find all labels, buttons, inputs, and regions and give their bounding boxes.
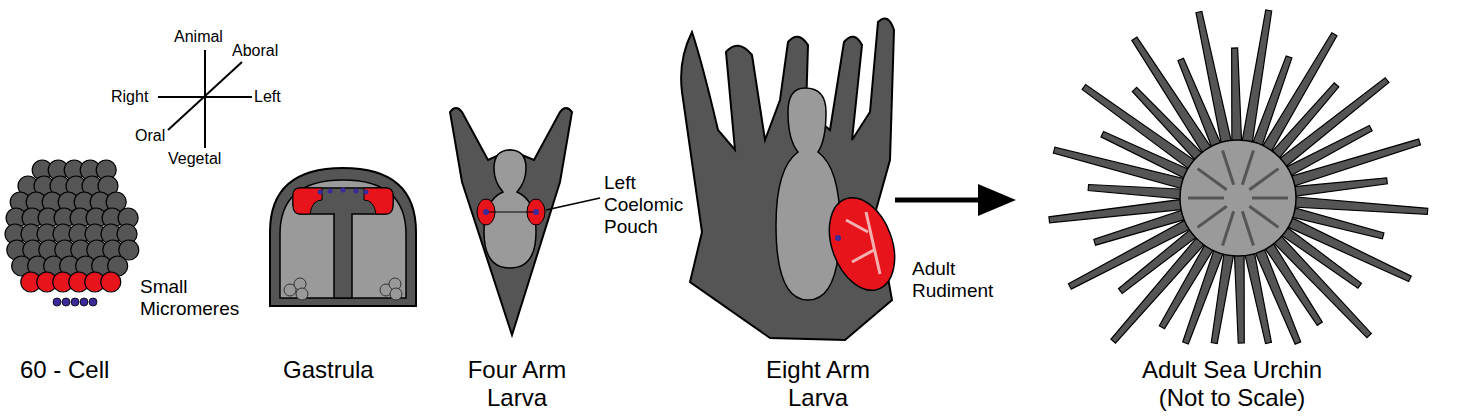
axis-cross bbox=[158, 50, 252, 148]
callout-label: Left Coelomic Pouch bbox=[604, 172, 699, 238]
axis-label: Aboral bbox=[232, 42, 278, 60]
spine-base bbox=[1242, 150, 1253, 184]
small-micromere bbox=[80, 298, 88, 306]
spine-base bbox=[1249, 206, 1278, 227]
spine-base bbox=[1252, 197, 1288, 200]
spine-base bbox=[1242, 211, 1253, 245]
stage-caption: Eight Arm Larva bbox=[753, 356, 883, 411]
spine-base bbox=[1198, 169, 1227, 190]
small-micromere bbox=[62, 298, 70, 306]
spine-base bbox=[1188, 197, 1224, 200]
blastomere bbox=[101, 272, 121, 292]
spine-base bbox=[1223, 150, 1234, 184]
axis-label: Left bbox=[254, 88, 281, 106]
axis-label: Vegetal bbox=[168, 150, 221, 168]
callout-label: Small Micromeres bbox=[140, 276, 260, 320]
axis-label: Animal bbox=[174, 28, 223, 46]
stage-caption: Adult Sea Urchin (Not to Scale) bbox=[1122, 356, 1342, 411]
small-micromere bbox=[53, 298, 61, 306]
eight-arm-larva bbox=[681, 18, 906, 340]
callout-label: Adult Rudiment bbox=[912, 258, 1007, 302]
stage-caption: Four Arm Larva bbox=[457, 356, 577, 411]
spine-base bbox=[1249, 169, 1278, 190]
gastrula bbox=[270, 168, 416, 306]
test bbox=[1180, 140, 1296, 256]
stage-caption: 60 - Cell bbox=[20, 356, 109, 384]
development-arrow bbox=[895, 184, 1016, 216]
stage-caption: Gastrula bbox=[283, 356, 374, 384]
spine-base bbox=[1198, 206, 1227, 227]
axis-label: Right bbox=[111, 88, 148, 106]
axis-label: Oral bbox=[135, 127, 165, 145]
spine-base bbox=[1223, 211, 1234, 245]
adult-sea-urchin bbox=[1049, 10, 1428, 344]
small-micromere bbox=[71, 298, 79, 306]
four-arm-larva bbox=[450, 108, 600, 335]
small-micromere bbox=[89, 298, 97, 306]
sixty-cell-embryo bbox=[5, 160, 139, 306]
leader-line bbox=[546, 198, 600, 210]
